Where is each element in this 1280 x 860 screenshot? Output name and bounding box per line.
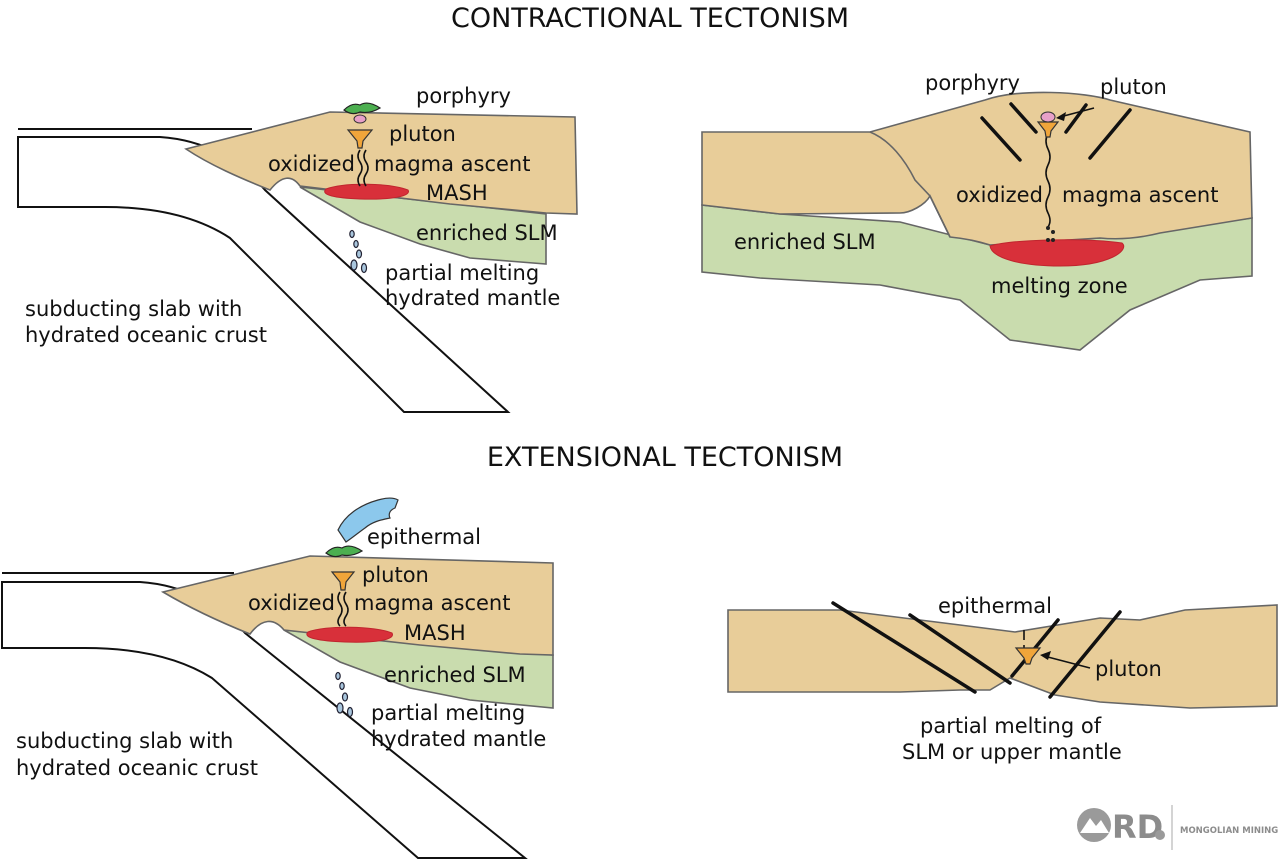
label-porphyry: porphyry [416, 84, 511, 108]
pluton-arrowhead [1056, 112, 1066, 121]
enriched-slm-layer [299, 186, 547, 265]
logo-mountain-icon [1080, 818, 1109, 833]
thrust-faults [980, 102, 1132, 162]
label-oxidized: oxidized [268, 152, 355, 176]
label-magma-ascent: magma ascent [354, 591, 510, 615]
label-epithermal: epithermal [367, 525, 481, 549]
panel-contractional-subduction: porphyry pluton oxidized magma ascent MA… [17, 84, 578, 413]
magma-ascent-path-1 [357, 149, 363, 187]
company-logo: RD MONGOLIAN MINING [1077, 805, 1278, 850]
label-oxidized: oxidized [248, 591, 335, 615]
mash-zone [306, 626, 393, 643]
label-melting-zone: melting zone [991, 274, 1128, 298]
label-slab-line1: subducting slab with [25, 297, 242, 321]
subducting-slab [17, 136, 511, 413]
panel-contractional-thickening: porphyry pluton oxidized magma ascent en… [701, 71, 1253, 351]
melt-dots [1046, 226, 1055, 242]
panel-extensional-faulting: epithermal pluton partial melting of SLM… [727, 594, 1278, 764]
epithermal-deposit-marker [337, 497, 399, 543]
normal-faults [831, 601, 1122, 699]
label-melting-line1: partial melting of [920, 714, 1102, 738]
label-pluton: pluton [389, 122, 456, 146]
pluton-arrowhead [1040, 651, 1051, 660]
label-partial-melting: partial melting [385, 261, 539, 285]
label-slab-line2: hydrated oceanic crust [25, 323, 267, 347]
label-slab-line2: hydrated oceanic crust [16, 756, 258, 780]
porphyry-deposit-marker [1040, 111, 1056, 123]
crust-layer [184, 111, 578, 215]
pluton-arrow [1043, 655, 1091, 669]
logo-mark: RD [1112, 808, 1163, 846]
logo-dot-icon [1155, 830, 1165, 840]
label-hydrated-mantle: hydrated mantle [385, 286, 560, 310]
label-mash: MASH [404, 621, 466, 645]
pluton-marker [330, 571, 356, 591]
crust-layer [160, 555, 554, 656]
pluton-marker [1014, 647, 1042, 665]
title-contractional: CONTRACTIONAL TECTONISM [451, 3, 849, 34]
magma-ascent-path-2 [343, 591, 349, 627]
label-mash: MASH [426, 181, 488, 205]
label-epithermal: epithermal [938, 594, 1052, 618]
label-pluton: pluton [362, 563, 429, 587]
label-enriched-slm: enriched SLM [416, 221, 558, 245]
pluton-marker [346, 129, 374, 149]
fluid-droplets [349, 229, 368, 274]
mash-zone [324, 183, 409, 200]
label-pluton: pluton [1100, 75, 1167, 99]
label-oxidized: oxidized [956, 183, 1043, 207]
porphyry-cap-marker [325, 545, 364, 558]
label-porphyry: porphyry [925, 71, 1020, 95]
label-enriched-slm: enriched SLM [734, 230, 876, 254]
porphyry-cap-marker [343, 102, 382, 115]
label-magma-ascent: magma ascent [374, 152, 530, 176]
melting-zone [989, 239, 1125, 267]
magma-ascent-path-1 [337, 591, 343, 627]
title-extensional: EXTENSIONAL TECTONISM [487, 442, 843, 473]
label-magma-ascent: magma ascent [1062, 183, 1218, 207]
pluton-arrow [1059, 107, 1095, 118]
label-slab-line1: subducting slab with [16, 729, 233, 753]
label-hydrated-mantle: hydrated mantle [371, 727, 546, 751]
porphyry-deposit-marker [353, 114, 367, 124]
label-partial-melting: partial melting [371, 701, 525, 725]
label-melting-line2: SLM or upper mantle [902, 740, 1122, 764]
thrust-wedge-edge [869, 131, 951, 238]
logo-company: MONGOLIAN MINING [1180, 826, 1278, 836]
panel-extensional-subduction: epithermal pluton oxidized magma ascent … [1, 497, 554, 859]
crust-layer [727, 604, 1278, 709]
label-enriched-slm: enriched SLM [384, 663, 526, 687]
fluid-droplets [335, 671, 354, 718]
magma-ascent-path [1045, 132, 1051, 228]
enriched-slm-layer [701, 204, 1253, 351]
pluton-marker [1036, 121, 1060, 138]
label-pluton: pluton [1095, 657, 1162, 681]
magma-ascent-path-2 [363, 149, 369, 187]
